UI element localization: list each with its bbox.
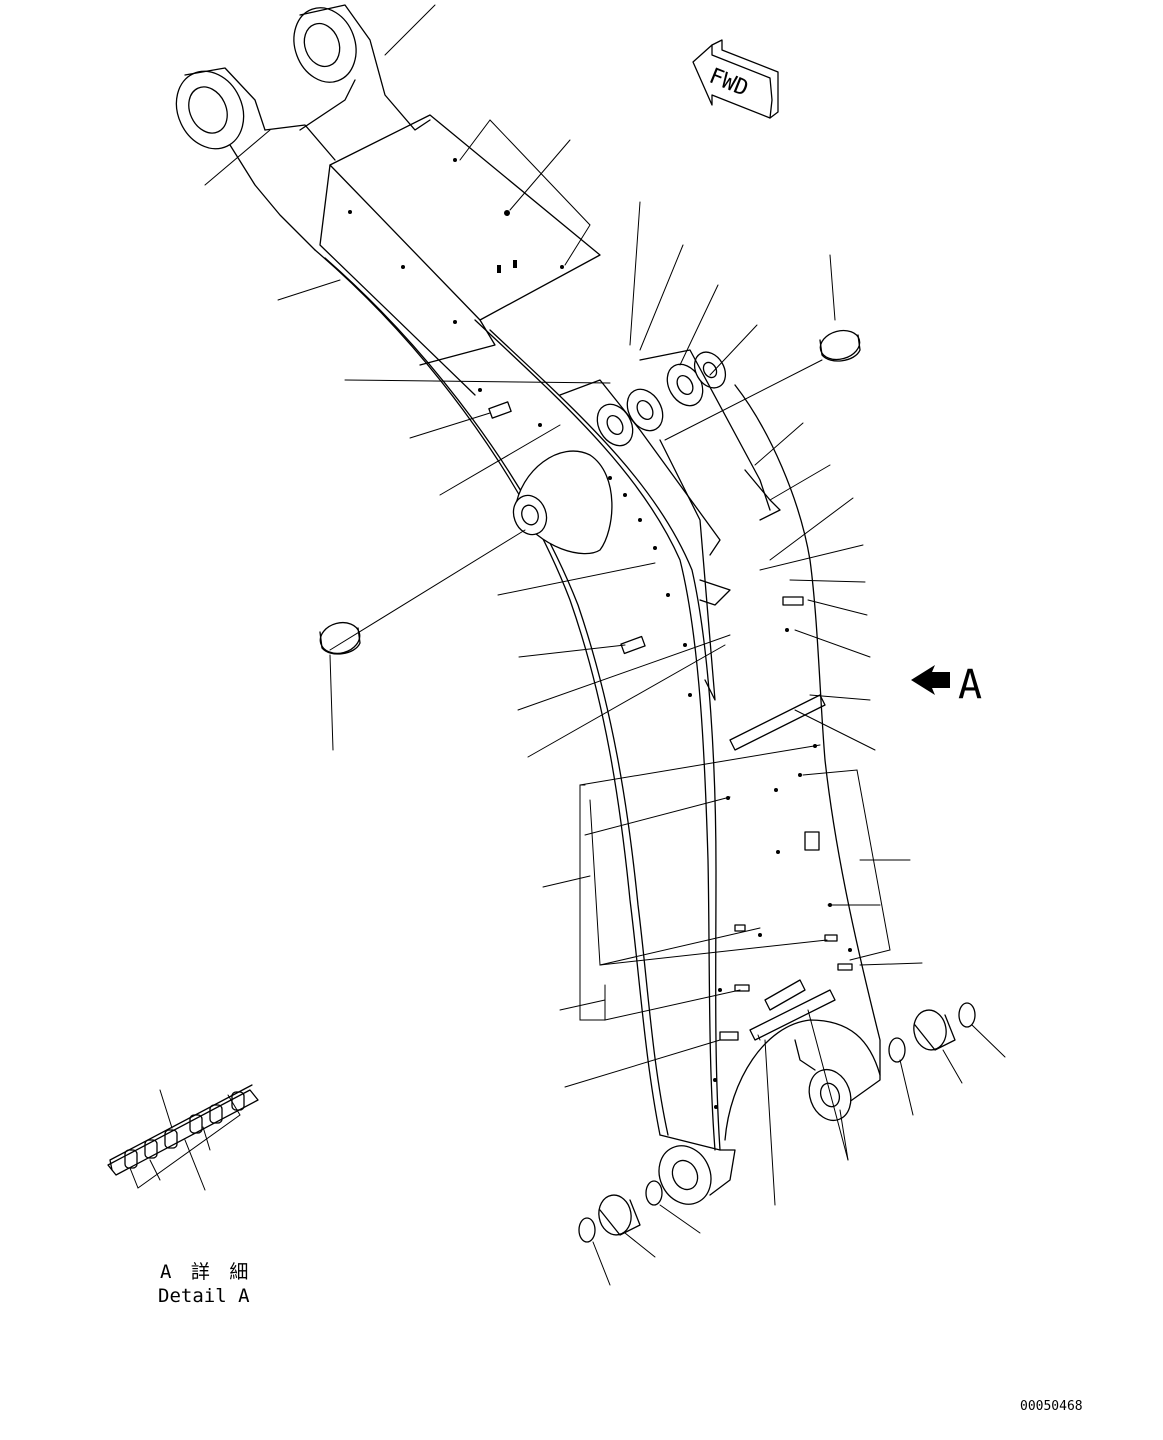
detail-a-title-jp: A 詳 細 [160, 1261, 252, 1283]
boom-right-edge [734, 384, 881, 1106]
arm-bracket [559, 349, 781, 701]
boom-small-fittings [348, 158, 853, 1109]
detail-a-inset [107, 1084, 259, 1191]
boom-left-edge [314, 249, 661, 1136]
fwd-arrow: FWD [692, 39, 779, 119]
leader-lines [204, 4, 1006, 1286]
boom-body [175, 4, 881, 1205]
bushing-upper-right [819, 329, 861, 362]
bushing-lower-right [888, 1002, 976, 1063]
bushing-bottom [578, 1180, 663, 1243]
hose-clamp-rows [729, 694, 836, 1041]
bushing-left [319, 621, 361, 655]
detail-a-clamps [124, 1091, 245, 1169]
view-a-arrow-icon [911, 665, 950, 695]
view-a-marker: A [911, 662, 982, 708]
cylinder-cover [512, 450, 613, 555]
detail-a-title-en: Detail A [158, 1285, 250, 1307]
boom-foot-boss-lower [175, 67, 336, 251]
boom-end-boss [658, 1019, 881, 1205]
boom-foot-boss-upper [293, 4, 431, 131]
drawing-number: 00050468 [1020, 1399, 1083, 1414]
boom-top-plate [329, 114, 601, 321]
view-a-label: A [958, 662, 982, 708]
